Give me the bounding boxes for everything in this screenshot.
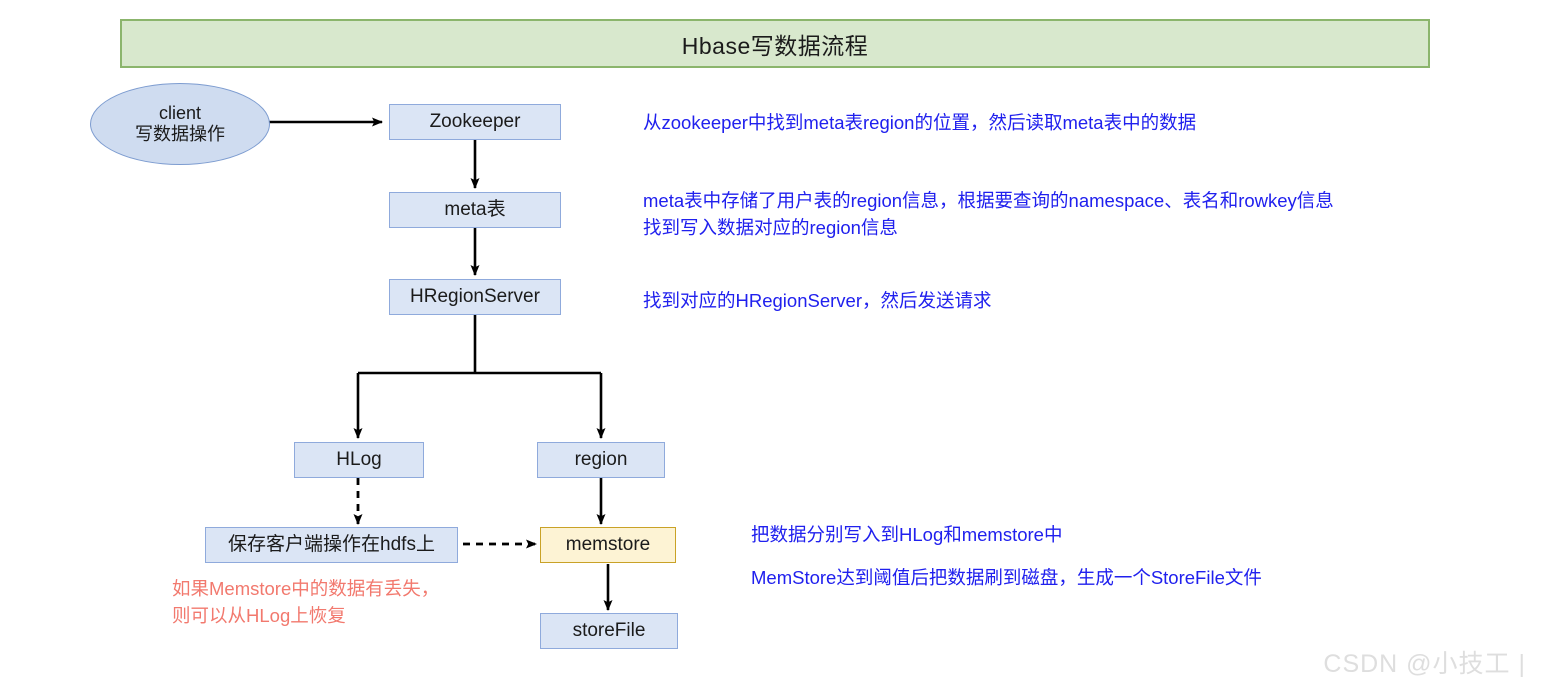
node-storefile[interactable]: storeFile (540, 613, 678, 649)
node-hlog-label: HLog (336, 449, 382, 471)
node-hdfs-save[interactable]: 保存客户端操作在hdfs上 (205, 527, 458, 563)
diagram-title-banner: Hbase写数据流程 (120, 19, 1430, 68)
annotation-hregionserver: 找到对应的HRegionServer，然后发送请求 (643, 288, 991, 315)
node-zookeeper[interactable]: Zookeeper (389, 104, 561, 140)
page-title: Hbase写数据流程 (681, 32, 869, 59)
node-client-label-line1: client (158, 103, 202, 124)
node-zookeeper-label: Zookeeper (429, 111, 521, 133)
node-client[interactable]: client 写数据操作 (90, 83, 270, 165)
annotation-hregionserver-line1: 找到对应的HRegionServer，然后发送请求 (643, 290, 992, 311)
node-region-label: region (574, 449, 628, 471)
annotation-recover: 如果Memstore中的数据有丢失， 则可以从HLog上恢复 (172, 576, 439, 630)
annotation-meta-line1: meta表中存储了用户表的region信息，根据要查询的namespace、表名… (643, 190, 1334, 211)
node-meta-table-label: meta表 (444, 199, 506, 221)
node-hdfs-save-label: 保存客户端操作在hdfs上 (228, 534, 435, 556)
node-hregionserver[interactable]: HRegionServer (389, 279, 561, 315)
annotation-flush-line1: MemStore达到阈值后把数据刷到磁盘，生成一个StoreFile文件 (751, 567, 1262, 588)
node-client-label-line2: 写数据操作 (135, 124, 225, 144)
node-memstore[interactable]: memstore (540, 527, 676, 563)
node-storefile-label: storeFile (572, 620, 646, 642)
annotation-zookeeper-line1: 从zookeeper中找到meta表region的位置，然后读取meta表中的数… (643, 112, 1197, 133)
annotation-meta-line2: 找到写入数据对应的region信息 (643, 216, 898, 238)
annotation-write-line1: 把数据分别写入到HLog和memstore中 (751, 524, 1063, 545)
annotation-recover-line2: 则可以从HLog上恢复 (172, 604, 346, 626)
node-meta-table[interactable]: meta表 (389, 192, 561, 228)
annotation-write: 把数据分别写入到HLog和memstore中 (751, 522, 1062, 549)
node-hlog[interactable]: HLog (294, 442, 424, 478)
node-memstore-label: memstore (565, 534, 651, 556)
annotation-recover-line1: 如果Memstore中的数据有丢失， (172, 578, 440, 599)
csdn-watermark: CSDN @小技工 | (1323, 650, 1526, 678)
node-region[interactable]: region (537, 442, 665, 478)
annotation-zookeeper: 从zookeeper中找到meta表region的位置，然后读取meta表中的数… (643, 110, 1196, 137)
annotation-meta: meta表中存储了用户表的region信息，根据要查询的namespace、表名… (643, 188, 1334, 242)
node-hregionserver-label: HRegionServer (410, 286, 540, 308)
annotation-flush: MemStore达到阈值后把数据刷到磁盘，生成一个StoreFile文件 (751, 565, 1262, 592)
